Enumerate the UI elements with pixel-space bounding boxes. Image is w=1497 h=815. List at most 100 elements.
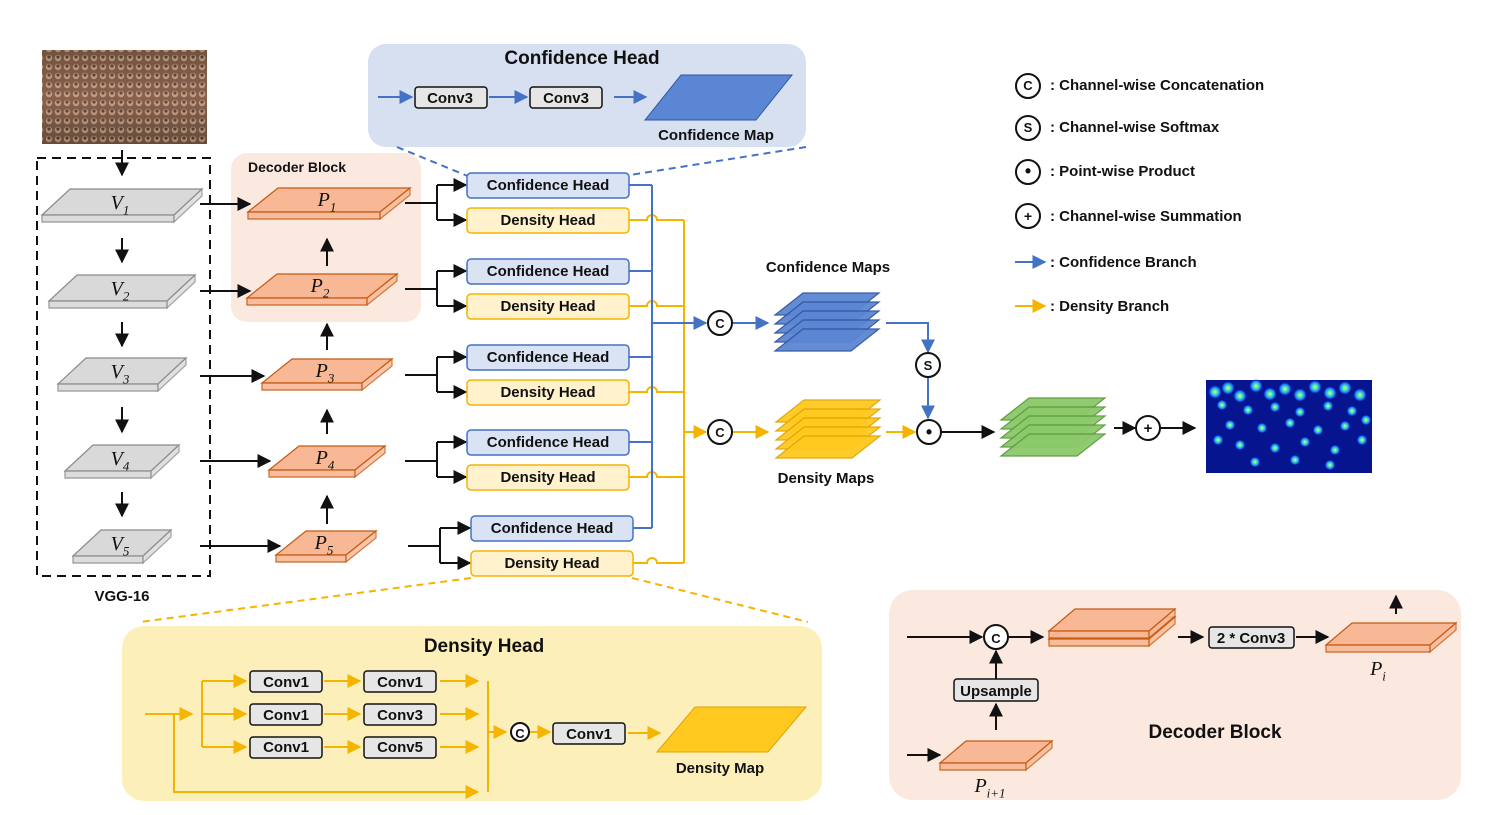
density-head-box-3 [466,379,630,406]
legend-text-density-branch: : Density Branch [1050,298,1169,315]
decoder-detail-title: Decoder Block [1148,722,1281,743]
two-conv3-label: 2 * Conv3 [1217,630,1285,647]
dec-detail-out-label: Pi [1369,658,1386,684]
legend-text-concat: : Channel-wise Concatenation [1050,77,1264,94]
softmax-node [915,352,941,378]
confidence-head-label-5: Confidence Head [491,520,614,537]
dens-op-r3c2: Conv5 [377,739,423,756]
legend-symbol-product: • [1025,161,1031,181]
legend-text-product: : Point-wise Product [1050,163,1195,180]
input-crowd-image-shade [42,50,207,144]
conf-panel-op-box-2 [529,86,603,109]
dens-concat-symbol: C [515,726,525,741]
output-density-map-image [1206,379,1372,473]
conf-maps-to-softmax [886,322,935,354]
density-head-box-4 [466,464,630,491]
vgg-layer-4 [63,443,181,480]
dec-detail-concat-slab-top [1047,607,1177,640]
conf-panel-op-2: Conv3 [543,90,589,107]
legend-text-softmax: : Channel-wise Softmax [1050,119,1220,136]
vgg-layer-1 [40,187,204,224]
dens-op-box-r3c1 [249,736,323,759]
confidence-head-box-5 [470,515,634,542]
dens-op-box-r3c2 [363,736,437,759]
dens-op-r1c2: Conv1 [377,674,423,691]
density-head-panel-title: Density Head [424,636,544,657]
confidence-head-label-3: Confidence Head [487,349,610,366]
density-head-label-2: Density Head [500,298,595,315]
concat-conf-node [707,310,733,336]
vgg-layer-2 [47,273,197,310]
product-node [916,419,942,445]
legend-text-sum: : Channel-wise Summation [1050,208,1242,225]
density-head-box-1 [466,207,630,234]
vgg-layer-3 [56,356,188,393]
confidence-head-label-2: Confidence Head [487,263,610,280]
decoder-block-label: Decoder Block [248,159,346,175]
dens-op-r2c1: Conv1 [263,707,309,724]
legend-softmax-circle [1015,115,1041,141]
confidence-head-box-2 [466,258,630,285]
dens-final-op-box [552,722,626,745]
legend-sum-circle [1015,203,1041,229]
fork-5 [408,528,441,563]
decoder-layer-2 [245,272,399,307]
sum-symbol: + [1144,420,1153,437]
dens-final-op: Conv1 [566,726,612,743]
backbone-label: VGG-16 [94,588,149,605]
legend-product-circle [1015,159,1041,185]
fork-3 [405,357,438,392]
density-head-label-1: Density Head [500,212,595,229]
dens-zoom-line-right [631,577,809,623]
sum-node [1135,415,1161,441]
density-map-label: Density Map [676,760,764,777]
dens-out-1 [629,214,684,221]
dens-op-r1c1: Conv1 [263,674,309,691]
upsample-label: Upsample [960,683,1032,700]
decoder-layer-1 [246,186,412,221]
density-head-box-2 [466,293,630,320]
dens-op-box-r1c1 [249,670,323,693]
confidence-head-box-3 [466,344,630,371]
upsample-box [953,678,1039,702]
density-head-label-4: Density Head [500,469,595,486]
density-head-box-5 [470,550,634,577]
legend-text-confidence-branch: : Confidence Branch [1050,254,1197,271]
confidence-head-panel-title: Confidence Head [504,48,659,69]
density-head-label-3: Density Head [500,384,595,401]
dens-op-box-r2c2 [363,703,437,726]
concat-dens-node [707,419,733,445]
confidence-map-layer-1 [773,328,881,352]
confidence-maps-label: Confidence Maps [766,259,890,276]
density-head-label-5: Density Head [504,555,599,572]
confidence-head-box-4 [466,429,630,456]
dec-detail-concat-node [983,624,1009,650]
dens-out-2 [629,300,684,307]
dens-out-3 [629,386,684,393]
vgg-layer-5 [71,528,173,565]
density-map-layer-1 [774,435,882,459]
dens-op-r3c1: Conv1 [263,739,309,756]
product-symbol: • [926,422,932,442]
decoder-layer-3 [260,357,394,392]
confidence-head-label-1: Confidence Head [487,177,610,194]
dens-op-box-r1c2 [363,670,437,693]
confidence-head-label-4: Confidence Head [487,434,610,451]
fork-2 [405,271,438,306]
fork-1 [405,185,438,220]
confidence-map-label: Confidence Map [658,127,774,144]
dec-detail-out-slab [1324,621,1458,654]
decoder-detail-concat-symbol: C [991,631,1001,646]
decoder-layer-4 [267,444,387,479]
density-maps-label: Density Maps [778,470,875,487]
confidence-map-slab [643,74,794,121]
confidence-head-box-1 [466,172,630,199]
conf-zoom-line-right [629,146,807,176]
fork-4 [405,442,438,477]
dec-detail-in-slab [938,739,1054,772]
decoder-layer-5 [274,529,378,564]
dens-out-4 [629,471,684,478]
fusion-concat-conf-symbol: C [715,316,725,331]
softmax-symbol: S [924,358,933,373]
